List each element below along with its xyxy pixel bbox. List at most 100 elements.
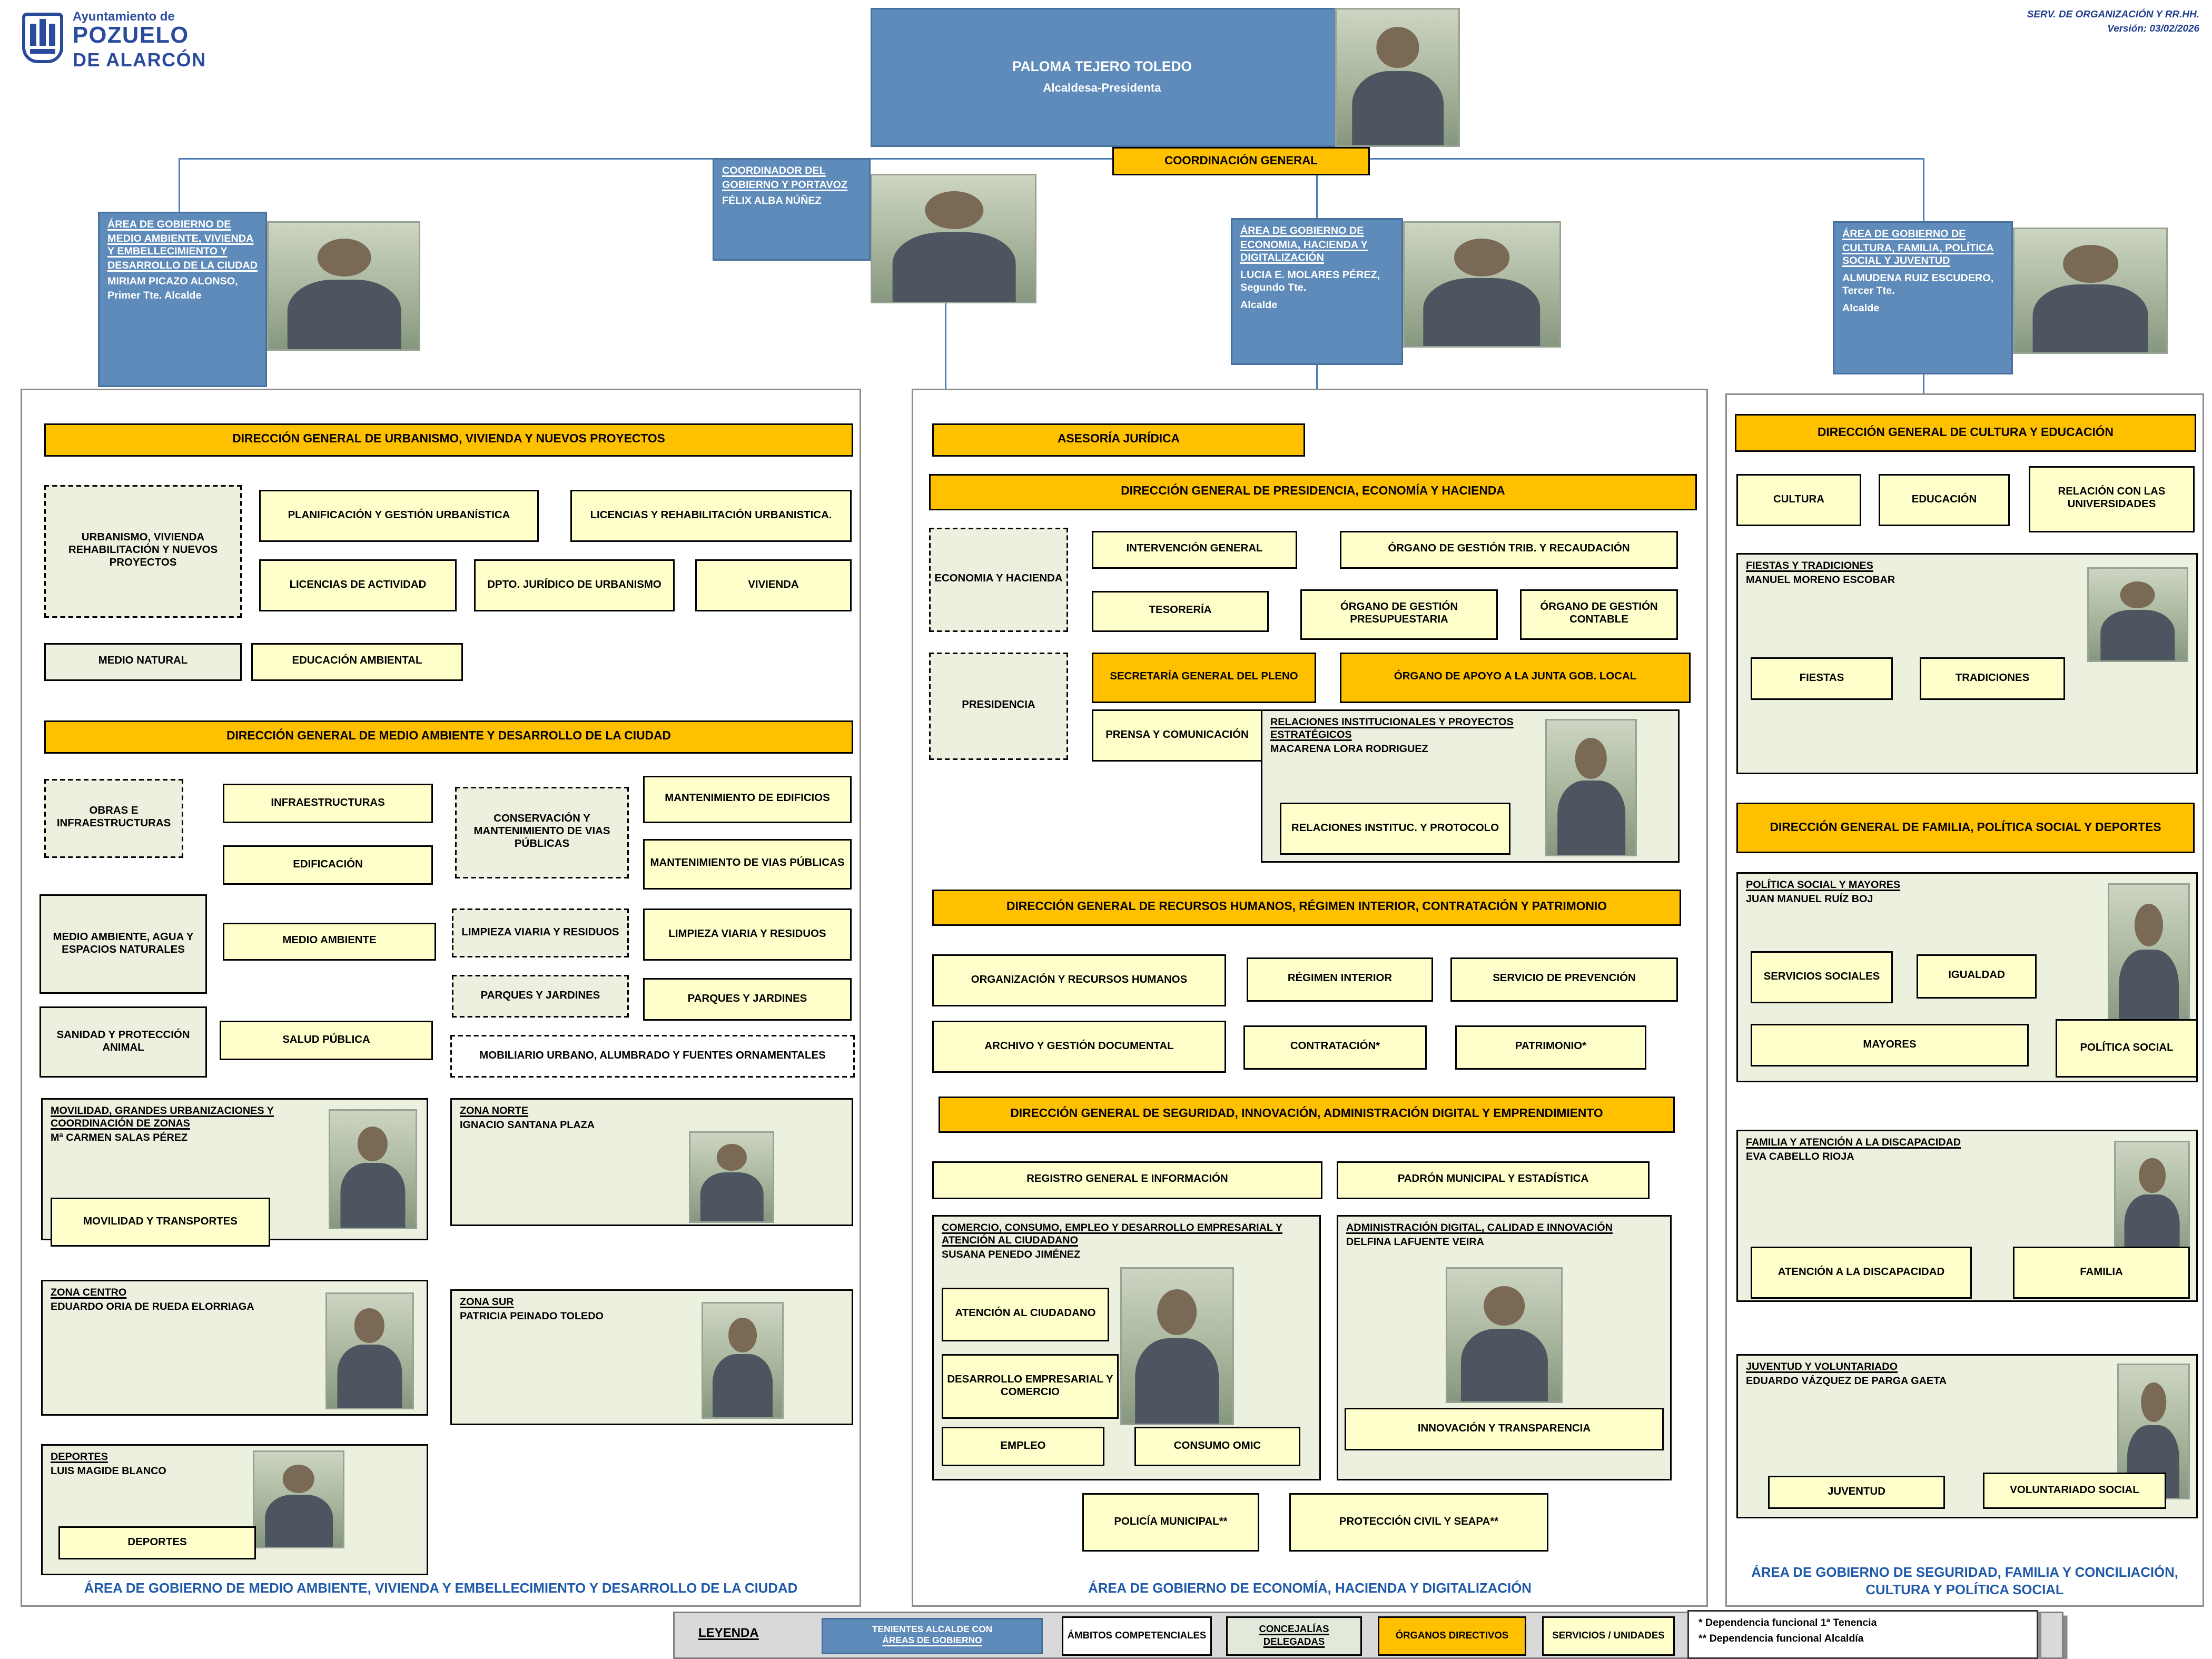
box-servicio-prevencion: SERVICIO DE PREVENCIÓN: [1450, 957, 1678, 1002]
politica-social-holder: JUAN MANUEL RUÍZ BOJ: [1746, 894, 1873, 906]
panel-cultura-familia: DIRECCIÓN GENERAL DE CULTURA Y EDUCACIÓN…: [1725, 393, 2204, 1607]
photo-paloma-tejero: [1335, 8, 1460, 147]
photo-juan-manuel-ruiz: [2108, 883, 2190, 1029]
box-policia-municipal: POLICÍA MUNICIPAL**: [1082, 1493, 1259, 1552]
area-medio-ambiente-title: ÁREA DE GOBIERNO DE MEDIO AMBIENTE, VIVI…: [107, 220, 258, 272]
dg-cultura-header: DIRECCIÓN GENERAL DE CULTURA Y EDUCACIÓN: [1735, 414, 2196, 452]
zona-sur-holder: PATRICIA PEINADO TOLEDO: [460, 1311, 604, 1323]
legend-organos-directivos: ÓRGANOS DIRECTIVOS: [1378, 1616, 1526, 1656]
area-cultura-holder: ALMUDENA RUIZ ESCUDERO, Tercer Tte.: [1842, 273, 1994, 298]
box-organizacion-rrhh: ORGANIZACIÓN Y RECURSOS HUMANOS: [932, 954, 1226, 1006]
legend-ambitos-competenciales: ÁMBITOS COMPETENCIALES: [1062, 1616, 1212, 1656]
familia-holder: EVA CABELLO RIOJA: [1746, 1152, 1854, 1163]
box-salud-publica: SALUD PÚBLICA: [220, 1021, 433, 1060]
fiestas-holder: MANUEL MORENO ESCOBAR: [1746, 575, 1895, 587]
dg-medio-ambiente-header: DIRECCIÓN GENERAL DE MEDIO AMBIENTE Y DE…: [44, 720, 853, 754]
zona-norte-box: ZONA NORTE IGNACIO SANTANA PLAZA: [450, 1098, 853, 1226]
area-economia-title: ÁREA DE GOBIERNO DE ECONOMIA, HACIENDA Y…: [1240, 226, 1368, 264]
box-licencias-actividad: LICENCIAS DE ACTIVIDAD: [259, 559, 457, 611]
coordinator-holder: FÉLIX ALBA NÚÑEZ: [722, 196, 822, 208]
box-prensa-comunicacion: PRENSA Y COMUNICACIÓN: [1092, 709, 1262, 762]
coordinator-box: COORDINADOR DEL GOBIERNO Y PORTAVOZ FÉLI…: [713, 158, 871, 261]
box-intervencion-general: INTERVENCIÓN GENERAL: [1092, 531, 1297, 569]
legend-concejalias-delegadas: CONCEJALÍAS DELEGADAS: [1226, 1616, 1362, 1656]
area-economia-box: ÁREA DE GOBIERNO DE ECONOMIA, HACIENDA Y…: [1231, 218, 1403, 365]
photo-eduardo-oria: [325, 1292, 414, 1409]
box-edificacion: EDIFICACIÓN: [223, 845, 433, 885]
box-sanidad-proteccion-animal: SANIDAD Y PROTECCIÓN ANIMAL: [39, 1006, 207, 1078]
admin-digital-title: ADMINISTRACIÓN DIGITAL, CALIDAD E INNOVA…: [1346, 1223, 1613, 1234]
dg-urbanismo-header: DIRECCIÓN GENERAL DE URBANISMO, VIVIENDA…: [44, 423, 853, 457]
comercio-title: COMERCIO, CONSUMO, EMPLEO Y DESARROLLO E…: [942, 1223, 1283, 1247]
juventud-holder: EDUARDO VÁZQUEZ DE PARGA GAETA: [1746, 1376, 1947, 1388]
area-medio-ambiente-holder: MIRIAM PICAZO ALONSO, Primer Tte. Alcald…: [107, 276, 238, 302]
box-voluntariado-social: VOLUNTARIADO SOCIAL: [1983, 1473, 2166, 1509]
box-obras-infraestructuras: OBRAS E INFRAESTRUCTURAS: [44, 779, 183, 858]
connector-horizontal-main: [179, 158, 1923, 160]
box-gestion-contable: ÓRGANO DE GESTIÓN CONTABLE: [1520, 589, 1678, 640]
box-medio-ambiente: MEDIO AMBIENTE: [223, 923, 436, 961]
logo-line1: Ayuntamiento de: [73, 9, 175, 24]
box-conservacion-vias: CONSERVACIÓN Y MANTENIMIENTO DE VIAS PÚB…: [455, 787, 629, 878]
box-educacion: EDUCACIÓN: [1879, 474, 2010, 526]
box-patrimonio: PATRIMONIO*: [1455, 1025, 1646, 1070]
box-secretaria-pleno: SECRETARÍA GENERAL DEL PLENO: [1092, 653, 1316, 703]
box-mobiliario-urbano: MOBILIARIO URBANO, ALUMBRADO Y FUENTES O…: [450, 1035, 855, 1078]
area-economia-holder: LUCIA E. MOLARES PÉREZ, Segundo Tte.: [1240, 270, 1380, 294]
panel-medio-ambiente: DIRECCIÓN GENERAL DE URBANISMO, VIVIENDA…: [21, 389, 861, 1607]
asesoria-juridica-box: ASESORÍA JURÍDICA: [932, 423, 1305, 457]
photo-manuel-moreno: [2087, 567, 2188, 662]
connector-area3-panel: [1923, 374, 1925, 393]
fiestas-title: FIESTAS Y TRADICIONES: [1746, 561, 1873, 572]
box-desarrollo-empresarial: DESARROLLO EMPRESARIAL Y COMERCIO: [942, 1354, 1119, 1419]
left-panel-caption: ÁREA DE GOBIERNO DE MEDIO AMBIENTE, VIVI…: [84, 1580, 798, 1596]
box-innovacion-transparencia: INNOVACIÓN Y TRANSPARENCIA: [1345, 1408, 1664, 1450]
box-archivo-documental: ARCHIVO Y GESTIÓN DOCUMENTAL: [932, 1021, 1226, 1073]
zona-centro-box: ZONA CENTRO EDUARDO ORIA DE RUEDA ELORRI…: [41, 1280, 428, 1416]
box-licencias-rehabilitacion: LICENCIAS Y REHABILITACIÓN URBANISTICA.: [570, 490, 852, 542]
box-atencion-discapacidad: ATENCIÓN A LA DISCAPACIDAD: [1751, 1247, 1972, 1299]
box-movilidad-transportes: MOVILIDAD Y TRANSPORTES: [51, 1198, 270, 1247]
connector-area2-panel: [1316, 365, 1318, 389]
zona-sur-box: ZONA SUR PATRICIA PEINADO TOLEDO: [450, 1289, 853, 1425]
area-medio-ambiente-box: ÁREA DE GOBIERNO DE MEDIO AMBIENTE, VIVI…: [98, 212, 267, 387]
right-panel-caption-line2: CULTURA Y POLÍTICA SOCIAL: [1865, 1582, 2064, 1597]
photo-miriam-picazo: [267, 221, 420, 351]
coordinator-title: COORDINADOR DEL GOBIERNO Y PORTAVOZ: [722, 166, 848, 191]
deportes-title: DEPORTES: [51, 1452, 108, 1463]
comercio-holder: SUSANA PENEDO JIMÉNEZ: [942, 1250, 1081, 1262]
movilidad-holder: Mª CARMEN SALAS PÉREZ: [51, 1133, 188, 1145]
legend-title: LEYENDA: [698, 1626, 759, 1640]
box-medio-natural: MEDIO NATURAL: [44, 643, 242, 681]
area-cultura-holder2: Alcalde: [1842, 303, 1880, 314]
photo-carmen-salas: [329, 1109, 417, 1229]
box-parques-jardines: PARQUES Y JARDINES: [643, 978, 852, 1021]
box-parques-jardines-ambito: PARQUES Y JARDINES: [452, 975, 629, 1018]
box-urbanismo-vivienda: URBANISMO, VIVIENDA REHABILITACIÓN Y NUE…: [44, 485, 242, 618]
box-atencion-ciudadano: ATENCIÓN AL CIUDADANO: [942, 1288, 1109, 1341]
connector-drop-area2: [1316, 158, 1318, 218]
legend-tenientes-alcalde: TENIENTES ALCALDE CON ÁREAS DE GOBIERNO: [822, 1618, 1043, 1654]
box-relacion-universidades: RELACIÓN CON LAS UNIVERSIDADES: [2029, 466, 2195, 532]
box-economia-hacienda: ECONOMIA Y HACIENDA: [929, 528, 1068, 632]
comercio-consumo-box: COMERCIO, CONSUMO, EMPLEO Y DESARROLLO E…: [932, 1215, 1321, 1480]
dg-seguridad-header: DIRECCIÓN GENERAL DE SEGURIDAD, INNOVACI…: [939, 1097, 1675, 1133]
city-crest-icon: [22, 13, 63, 63]
box-medio-ambiente-agua: MEDIO AMBIENTE, AGUA Y ESPACIOS NATURALE…: [39, 894, 207, 994]
box-proteccion-civil: PROTECCIÓN CIVIL Y SEAPA**: [1289, 1493, 1548, 1552]
box-servicios-sociales: SERVICIOS SOCIALES: [1751, 951, 1893, 1003]
box-vivienda: VIVIENDA: [695, 559, 852, 611]
box-presidencia: PRESIDENCIA: [929, 653, 1068, 760]
zona-sur-title: ZONA SUR: [460, 1297, 514, 1308]
meta-version: Versión: 03/02/2026: [2107, 23, 2199, 35]
connector-drop-area3: [1923, 158, 1925, 221]
box-mantenimiento-vias: MANTENIMIENTO DE VIAS PÚBLICAS: [643, 839, 852, 890]
box-limpieza-viaria-ambito: LIMPIEZA VIARIA Y RESIDUOS: [452, 908, 629, 957]
box-educacion-ambiental: EDUCACIÓN AMBIENTAL: [251, 643, 463, 681]
juventud-title: JUVENTUD Y VOLUNTARIADO: [1746, 1362, 1898, 1373]
photo-macarena-lora: [1545, 719, 1637, 856]
legend-tenientes-line1: TENIENTES ALCALDE CON: [872, 1625, 993, 1635]
familia-title: FAMILIA Y ATENCIÓN A LA DISCAPACIDAD: [1746, 1138, 1961, 1149]
mayor-role: Alcaldesa-Presidenta: [1043, 81, 1161, 96]
movilidad-title: MOVILIDAD, GRANDES URBANIZACIONES Y COOR…: [51, 1106, 274, 1130]
